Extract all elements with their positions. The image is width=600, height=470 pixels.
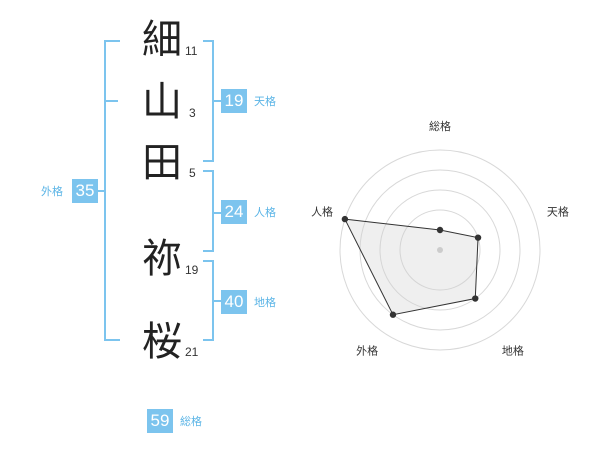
stroke-count-5: 21 <box>185 345 199 359</box>
jinkaku-label: 人格 <box>254 206 276 219</box>
gaikaku-tick <box>96 190 105 192</box>
tenkaku-value-badge: 19 <box>221 89 247 113</box>
name-char-4: 祢 <box>142 236 182 282</box>
radar-point-1 <box>436 226 444 234</box>
gaikaku-bracket <box>104 40 120 341</box>
chikaku-value-badge: 40 <box>221 290 247 314</box>
name-char-2: 山 <box>142 79 182 125</box>
soukaku-label: 総格 <box>180 415 202 428</box>
stroke-count-1: 11 <box>185 44 198 58</box>
name-char-5: 桜 <box>142 319 182 365</box>
name-char-3: 田 <box>142 140 182 186</box>
name-char-1: 細 <box>142 17 182 63</box>
stroke-count-2: 3 <box>189 106 196 120</box>
tenkaku-label: 天格 <box>254 95 276 108</box>
tenkaku-tick <box>213 100 221 102</box>
stroke-count-4: 19 <box>185 263 199 277</box>
radar-point-5 <box>341 215 349 223</box>
gaikaku-label: 外格 <box>41 185 63 198</box>
jinkaku-tick <box>213 212 221 214</box>
radar-series-area <box>344 218 479 316</box>
radar-axis-label-5: 人格 <box>311 205 333 219</box>
radar-ring <box>379 189 501 311</box>
radar-point-4 <box>389 311 397 318</box>
jinkaku-bracket <box>203 170 214 252</box>
radar-ring <box>399 209 481 291</box>
radar-axis-label-2: 天格 <box>547 205 569 219</box>
jinkaku-value-badge: 24 <box>221 200 247 224</box>
chikaku-label: 地格 <box>254 296 276 309</box>
radar-axis-label-3: 地格 <box>502 343 524 357</box>
gaikaku-value-badge: 35 <box>72 179 98 203</box>
chikaku-tick <box>213 300 221 302</box>
gaikaku-inner-tick <box>106 100 118 102</box>
radar-axis-label-1: 総格 <box>429 119 451 133</box>
radar-point-3 <box>472 295 479 302</box>
radar-center-point <box>437 247 443 253</box>
radar-axis-label-4: 外格 <box>356 343 378 357</box>
radar-point-2 <box>474 234 482 241</box>
soukaku-value-badge: 59 <box>147 409 173 433</box>
radar-ring <box>339 149 541 351</box>
stroke-count-3: 5 <box>189 166 196 180</box>
